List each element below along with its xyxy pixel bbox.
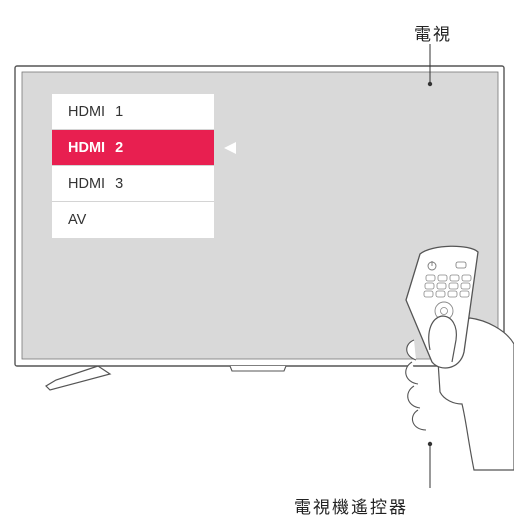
tv-bezel-notch (229, 365, 287, 372)
remote-control (405, 245, 479, 369)
menu-item-av[interactable]: AV (68, 212, 87, 228)
input-source-menu: HDMI 1 HDMI 2 HDMI 3 AV (52, 94, 214, 238)
remote-label-dot (427, 441, 433, 447)
triangle-left-icon (224, 142, 236, 154)
menu-item-hdmi-1[interactable]: HDMI 1 (52, 94, 214, 130)
tv-label: 電視 (414, 25, 452, 45)
menu-item-hdmi-2[interactable]: HDMI 2 (52, 130, 214, 166)
remote-buttons (423, 274, 472, 298)
remote-label: 電視機遙控器 (294, 498, 408, 518)
hand-holding-remote (405, 245, 514, 471)
tv-label-dot (427, 81, 433, 87)
menu-item-hdmi-3[interactable]: HDMI 3 (52, 166, 214, 202)
